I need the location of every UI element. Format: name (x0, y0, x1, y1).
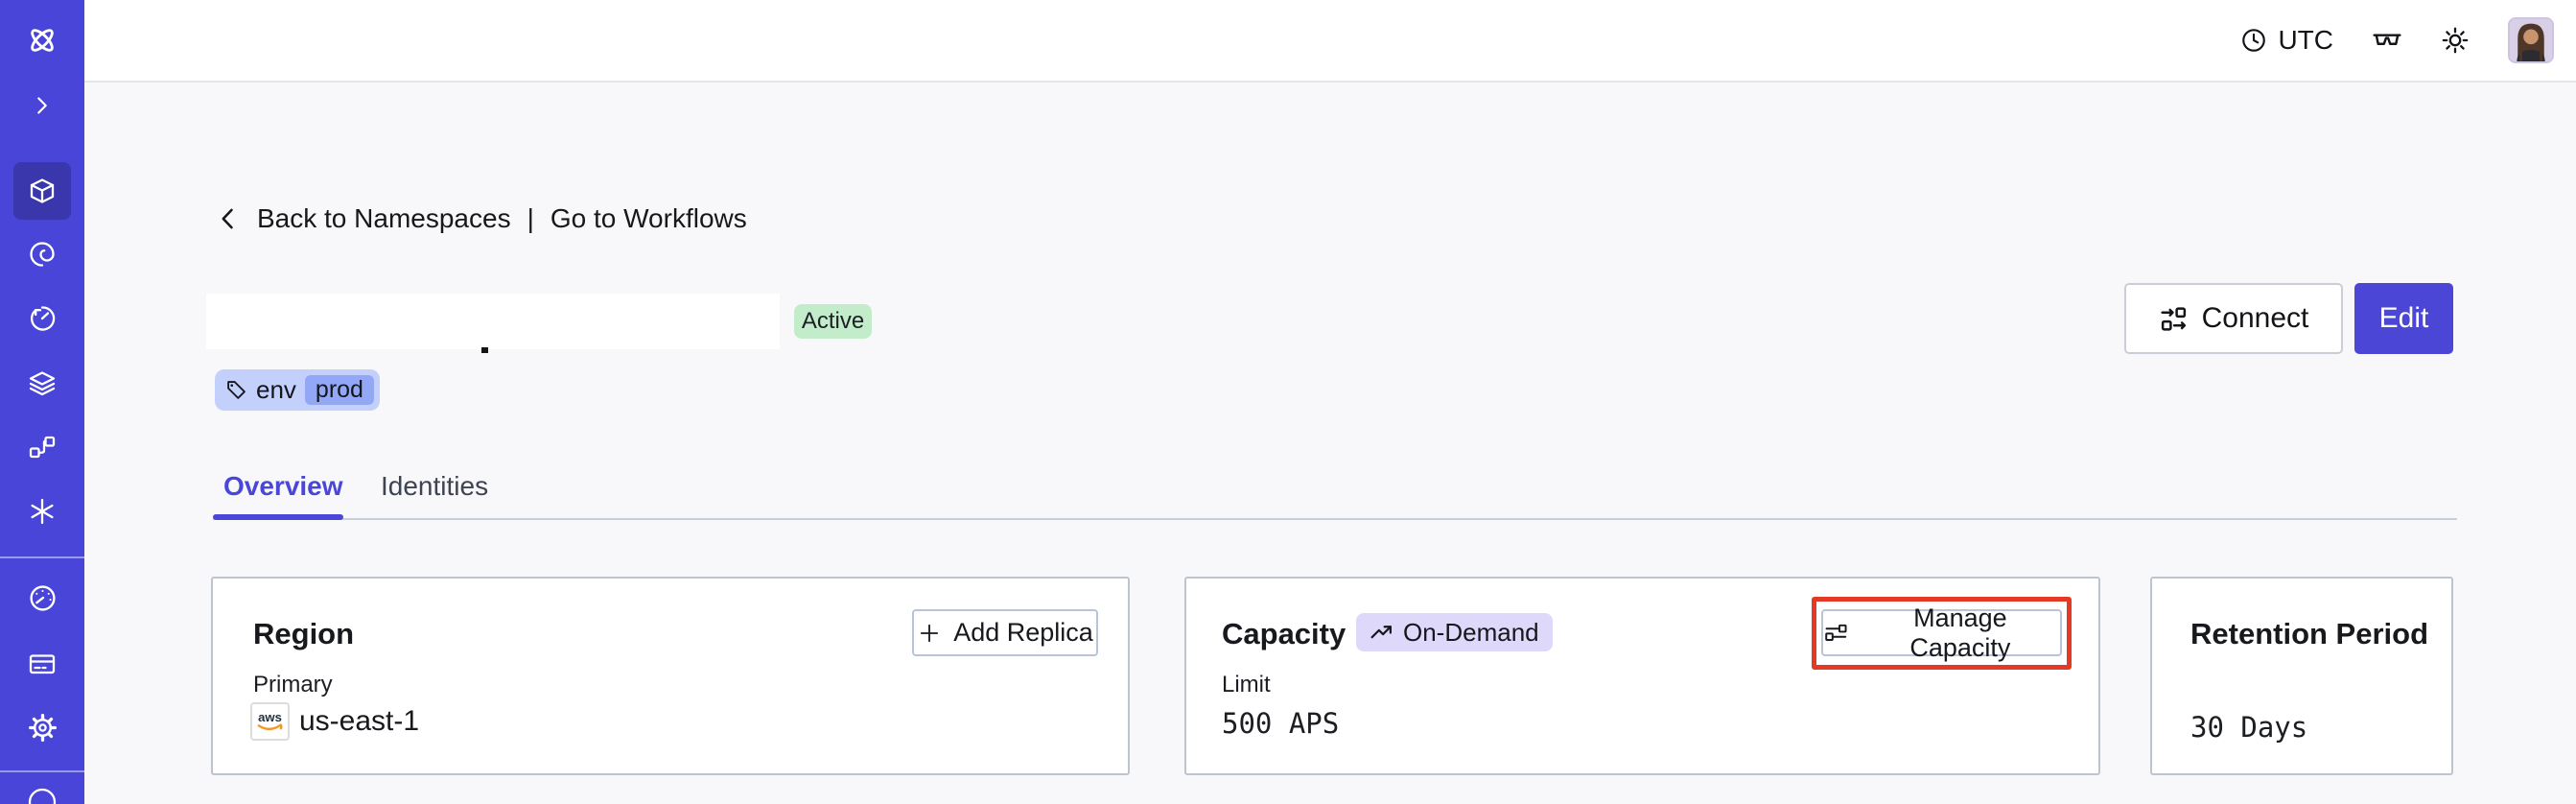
chevron-left-icon[interactable] (216, 206, 241, 231)
region-primary-label: Primary (253, 672, 333, 698)
manage-capacity-button[interactable]: Manage Capacity (1821, 603, 2062, 662)
tab-identities[interactable]: Identities (381, 471, 489, 501)
asterisk-icon (31, 498, 54, 525)
manage-capacity-label: Manage Capacity (1909, 603, 2011, 662)
region-value: us-east-1 (299, 705, 420, 737)
feedback-button[interactable] (2372, 25, 2402, 56)
capacity-value: 500 APS (1222, 707, 1340, 740)
redaction-artifact (481, 347, 488, 353)
credit-card-icon (29, 654, 56, 674)
sidebar-item-workflows[interactable] (0, 225, 84, 283)
connect-button-label: Connect (2201, 302, 2309, 334)
cube-icon (30, 178, 55, 203)
sidebar-item-nexus[interactable] (0, 483, 84, 540)
tag-key: env (256, 375, 296, 404)
timezone-button[interactable]: UTC (2240, 25, 2333, 56)
sidebar-item-usage[interactable] (0, 569, 84, 627)
add-replica-label: Add Replica (953, 618, 1093, 647)
connect-flow-icon (2161, 306, 2186, 331)
avatar-image (2510, 19, 2552, 61)
active-tab-underline (213, 514, 343, 520)
sun-icon (2442, 27, 2469, 54)
add-replica-button[interactable]: Add Replica (912, 609, 1098, 656)
timezone-label: UTC (2278, 25, 2333, 55)
glasses-icon (2373, 34, 2401, 45)
capacity-limit-label: Limit (1222, 672, 1271, 698)
sidebar-divider (0, 556, 84, 558)
gauge-icon (29, 584, 56, 611)
highlight-box (1812, 597, 2072, 670)
sidebar-partial-item[interactable] (0, 782, 84, 804)
capacity-card-title: Capacity (1222, 617, 1347, 650)
status-badge: Active (794, 304, 872, 339)
retention-card-title: Retention Period (2190, 617, 2429, 650)
aws-logo-text: aws (258, 710, 282, 724)
sidebar-item-deployments[interactable] (0, 418, 84, 476)
on-demand-label: On-Demand (1403, 617, 1539, 647)
back-to-namespaces-link[interactable]: Back to Namespaces (257, 203, 511, 233)
sidebar-expand-button[interactable] (0, 77, 84, 134)
sidebar-item-billing[interactable] (0, 635, 84, 693)
sidebar-divider (0, 770, 84, 772)
sidebar-item-batch-operations[interactable] (0, 354, 84, 412)
sidebar (0, 0, 84, 804)
sliders-icon (1825, 624, 1847, 641)
retention-card: Retention Period 30 Days (2150, 577, 2453, 775)
region-card-title: Region (253, 617, 355, 650)
chevron-right-icon (37, 97, 47, 114)
clock-icon (2242, 29, 2266, 52)
topbar: UTC (84, 0, 2576, 83)
avatar[interactable] (2508, 17, 2554, 63)
branch-icon (29, 436, 56, 459)
temporal-logo-icon (0, 12, 84, 69)
tab-overview[interactable]: Overview (223, 471, 343, 501)
trending-up-icon (1370, 625, 1392, 638)
sidebar-item-namespaces[interactable] (13, 162, 71, 220)
connect-button[interactable]: Connect (2124, 283, 2343, 354)
namespace-tag[interactable]: env prod (215, 369, 380, 411)
aws-logo-icon: aws (257, 710, 283, 731)
namespace-title-redacted (206, 294, 780, 349)
tabs-divider (213, 518, 2457, 520)
sidebar-item-settings[interactable] (0, 698, 84, 756)
aws-badge: aws (250, 702, 290, 741)
gear-icon (28, 713, 57, 742)
edit-button-label: Edit (2378, 302, 2429, 334)
edit-button[interactable]: Edit (2354, 283, 2453, 354)
clock-history-icon (31, 306, 56, 331)
sidebar-item-schedules[interactable] (0, 290, 84, 347)
breadcrumb: Back to Namespaces | Go to Workflows (216, 203, 747, 234)
circle-icon (28, 788, 57, 804)
on-demand-badge: On-Demand (1356, 613, 1553, 651)
tag-icon (227, 381, 246, 399)
tag-value-pill: prod (304, 375, 374, 405)
theme-toggle-button[interactable] (2441, 26, 2470, 55)
go-to-workflows-link[interactable]: Go to Workflows (550, 203, 747, 233)
spiral-icon (30, 242, 55, 267)
breadcrumb-separator: | (527, 203, 534, 233)
region-card: Region Add Replica Primary aws us-east-1 (211, 577, 1130, 775)
retention-value: 30 Days (2190, 711, 2308, 744)
layers-icon (29, 371, 56, 396)
capacity-card: Capacity On-Demand Manage Capacity Limit… (1184, 577, 2100, 775)
plus-icon (921, 624, 939, 642)
